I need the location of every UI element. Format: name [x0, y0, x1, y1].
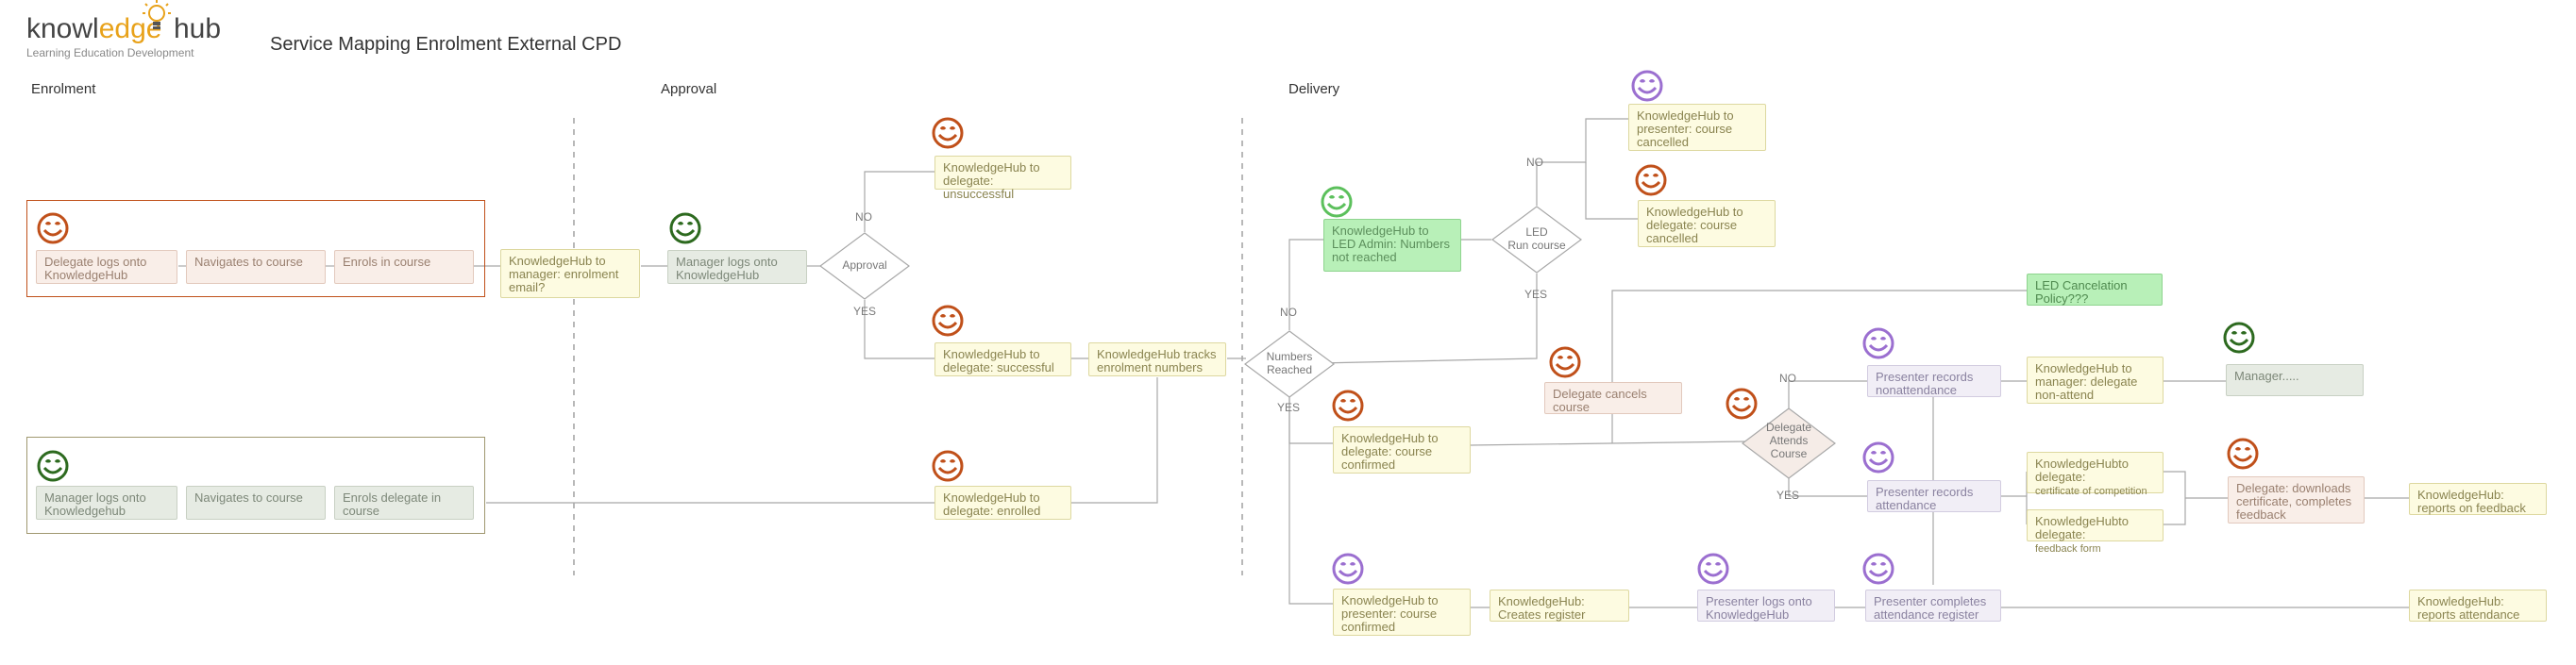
led-run-course-decision: [1491, 206, 1582, 274]
logo-text-part3: hub: [174, 13, 222, 44]
logo-text-part1: knowl: [26, 13, 99, 44]
kh-feedback-detail: feedback form: [2035, 543, 2101, 555]
numbers-reached-line2: Reached: [1266, 363, 1313, 376]
smiley-face-icon: [37, 450, 69, 482]
smiley-face-icon: [932, 450, 964, 482]
smiley-face-icon: [2227, 438, 2259, 470]
yes-label-approval: YES: [853, 305, 877, 318]
smiley-face-icon: [1549, 346, 1581, 378]
kh-certificate-label: KnowledgeHubto delegate:: [2035, 457, 2130, 484]
enrolment-frame-manager: [26, 437, 485, 534]
yes-label-attends: YES: [1776, 489, 1800, 502]
section-delivery: Delivery: [1288, 81, 1340, 97]
no-label-approval: NO: [855, 210, 872, 224]
enrols-delegate-box: Enrols delegate in course: [334, 486, 474, 520]
no-label-attends: NO: [1779, 372, 1796, 385]
attends-course-decision: [1742, 407, 1836, 479]
kh-certificate-box: KnowledgeHubto delegate: certificate of …: [2027, 452, 2164, 497]
kh-unsuccessful-box: KnowledgeHub to delegate: unsuccessful: [934, 156, 1071, 201]
presenter-completes-box: Presenter completes attendance register: [1865, 590, 2001, 622]
yes-label-numbers: YES: [1277, 401, 1301, 414]
attends-course-line1: Delegate: [1765, 421, 1812, 434]
led-run-course-label: LED Run course: [1491, 225, 1582, 252]
smiley-face-icon: [1321, 186, 1353, 218]
logo-subtitle: Learning Education Development: [26, 46, 194, 59]
navigates-box-2: Navigates to course: [186, 486, 326, 520]
presenter-logs-box: Presenter logs onto KnowledgeHub: [1697, 590, 1835, 622]
presenter-nonattend-box: Presenter records nonattendance: [1867, 365, 2001, 397]
kh-manager-email-box: KnowledgeHub to manager: enrolment email…: [500, 249, 640, 298]
delegate-cancels-box: Delegate cancels course: [1544, 382, 1682, 414]
smiley-face-icon: [1332, 553, 1364, 585]
no-label-numbers: NO: [1280, 306, 1297, 319]
smiley-face-icon: [669, 212, 701, 244]
kh-enrolled-box: KnowledgeHub to delegate: enrolled: [934, 486, 1071, 520]
kh-reports-attendance-box: KnowledgeHub: reports attendance: [2409, 590, 2547, 622]
attends-course-label: Delegate Attends Course: [1742, 421, 1836, 460]
kh-led-admin-box: KnowledgeHub to LED Admin: Numbers not r…: [1323, 219, 1461, 272]
manager-logs-box: Manager logs onto Knowledgehub: [36, 486, 177, 520]
kh-delegate-cancelled-box: KnowledgeHub to delegate: course cancell…: [1638, 200, 1776, 247]
numbers-reached-line1: Numbers: [1266, 350, 1313, 363]
kh-feedback-label: KnowledgeHubto delegate:: [2035, 514, 2130, 541]
no-label-led: NO: [1526, 156, 1543, 169]
section-approval: Approval: [661, 81, 717, 97]
delegate-downloads-box: Delegate: downloads certificate, complet…: [2228, 476, 2365, 524]
kh-presenter-cancelled-box: KnowledgeHub to presenter: course cancel…: [1628, 104, 1766, 151]
smiley-face-icon: [1635, 164, 1667, 196]
kh-manager-nonattend-box: KnowledgeHub to manager: delegate non-at…: [2027, 357, 2164, 404]
enrolment-frame-delegate: [26, 200, 485, 297]
smiley-face-icon: [932, 305, 964, 337]
smiley-face-icon: [1726, 388, 1758, 420]
approval-decision-label: Approval: [842, 258, 887, 272]
kh-reports-feedback-box: KnowledgeHub: reports on feedback: [2409, 483, 2547, 515]
lightbulb-icon: [143, 0, 171, 29]
led-run-course-line2: Run course: [1507, 239, 1566, 252]
kh-creates-register-box: KnowledgeHub: Creates register: [1490, 590, 1629, 622]
smiley-face-icon: [1862, 327, 1894, 359]
smiley-face-icon: [1862, 441, 1894, 474]
smiley-face-icon: [1862, 553, 1894, 585]
manager-logs-box-approval: Manager logs onto KnowledgeHub: [667, 250, 807, 284]
enrols-box: Enrols in course: [334, 250, 474, 284]
navigates-box: Navigates to course: [186, 250, 326, 284]
kh-successful-box: KnowledgeHub to delegate: successful: [934, 342, 1071, 376]
attends-course-line2: Attends: [1769, 434, 1809, 447]
led-run-course-line1: LED: [1525, 225, 1548, 239]
kh-certificate-detail: certificate of competition: [2035, 486, 2147, 497]
smiley-face-icon: [932, 117, 964, 149]
kh-presenter-confirmed-box: KnowledgeHub to presenter: course confir…: [1333, 589, 1471, 636]
kh-tracks-box: KnowledgeHub tracks enrolment numbers: [1088, 342, 1226, 376]
manager-dots-box: Manager.....: [2226, 364, 2364, 396]
smiley-face-icon: [1332, 390, 1364, 422]
smiley-face-icon: [1697, 553, 1729, 585]
yes-label-led: YES: [1524, 288, 1548, 301]
page-title: Service Mapping Enrolment External CPD: [270, 34, 622, 55]
approval-decision: [819, 232, 910, 300]
numbers-reached-label: Numbers Reached: [1244, 350, 1335, 376]
smiley-face-icon: [1631, 70, 1663, 102]
delegate-logs-box: Delegate logs onto KnowledgeHub: [36, 250, 177, 284]
kh-feedback-box: KnowledgeHubto delegate: feedback form: [2027, 509, 2164, 555]
presenter-attend-box: Presenter records attendance: [1867, 480, 2001, 512]
numbers-reached-decision: [1244, 330, 1335, 398]
kh-confirmed-box: KnowledgeHub to delegate: course confirm…: [1333, 426, 1471, 474]
smiley-face-icon: [2223, 322, 2255, 354]
led-policy-box: LED Cancelation Policy???: [2027, 274, 2163, 306]
section-enrolment: Enrolment: [31, 81, 96, 97]
smiley-face-icon: [37, 212, 69, 244]
attends-course-line3: Course: [1770, 447, 1808, 460]
